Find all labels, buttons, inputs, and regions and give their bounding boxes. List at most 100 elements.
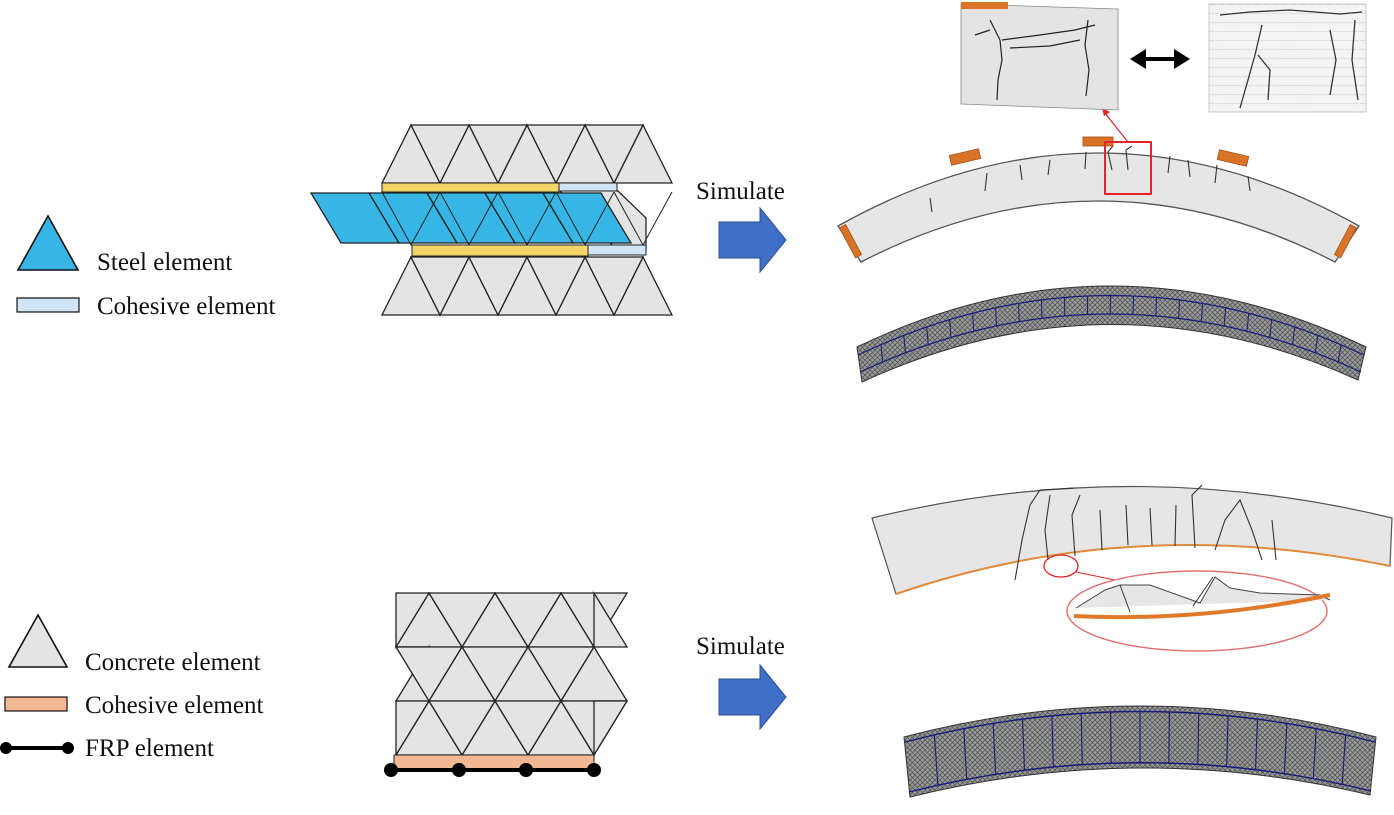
debonding-highlight-ellipse-small [1043, 554, 1079, 578]
stirrup-line [1168, 711, 1170, 764]
simulate-label-bottom: Simulate [696, 633, 785, 660]
simulated-crack-zoom-panel [960, 2, 1119, 111]
zoom-pointer-line [1103, 111, 1129, 143]
stirrup-line [1312, 728, 1317, 779]
cohesive-element-legend-item: Cohesive element [16, 293, 275, 320]
stirrup-line [972, 313, 975, 332]
concrete-element [409, 256, 471, 317]
concrete-element [409, 124, 471, 185]
cohesive-element [411, 244, 589, 257]
simulate-label: Simulate [696, 178, 785, 205]
mesh-edge [497, 191, 557, 247]
concrete-element [593, 590, 629, 648]
concrete-element [493, 700, 563, 757]
cohesive-element [558, 182, 618, 192]
stirrup-line [1200, 303, 1204, 322]
concrete-triangle-icon [7, 613, 69, 668]
stirrup-line [903, 335, 906, 353]
stirrup-line [1080, 713, 1083, 765]
stirrup-line [1223, 307, 1227, 327]
top-legend: Steel element Cohesive element [16, 214, 275, 320]
stirrup-line [880, 344, 884, 362]
stirrup-line [1269, 319, 1273, 338]
stirrup-line [1021, 719, 1026, 771]
stirrup-line [1178, 299, 1181, 319]
steel-element-label: Steel element [97, 249, 232, 276]
cohesive-element-label: Cohesive element [97, 293, 275, 320]
cohesive-element [393, 754, 595, 771]
stirrup-line [1197, 713, 1200, 765]
crack-lines-bottom [1014, 484, 1277, 581]
top-simulate-step: Simulate [696, 178, 787, 274]
right-arrow-icon-bottom [718, 663, 787, 731]
concrete-frp-mesh-diagram [384, 590, 629, 777]
frp-element-legend-item: FRP element [0, 735, 214, 762]
stirrup-line [1337, 344, 1342, 363]
orange-cohesive-element-legend-item: Cohesive element [4, 692, 263, 719]
frp-node [384, 763, 398, 777]
debonding-zoom-ellipse [1066, 570, 1331, 652]
right-arrow-icon [718, 206, 787, 274]
stirrup-line [926, 326, 929, 345]
concrete-element [395, 700, 431, 758]
concrete-element [395, 592, 431, 650]
concrete-element-legend-item: Concrete element [7, 613, 261, 676]
stirrup-line [1314, 335, 1319, 353]
mesh-edge [613, 191, 673, 247]
concrete-element [583, 256, 645, 317]
cohesive-element [587, 244, 647, 256]
stirrup-line [1018, 303, 1020, 322]
concrete-element [427, 700, 497, 757]
stirrup-line [1292, 326, 1296, 345]
stirrup-line [1226, 715, 1229, 767]
mesh-edge [439, 191, 499, 247]
concrete-element [467, 256, 529, 317]
orange-cohesive-rect-icon [4, 696, 68, 712]
concrete-element [427, 592, 497, 649]
blue-cohesive-rect-icon [16, 297, 80, 313]
concrete-element-label: Concrete element [85, 649, 261, 676]
frp-node [587, 763, 601, 777]
stirrup-line [992, 723, 997, 775]
stirrup-line [1110, 711, 1112, 764]
mesh-edge [555, 191, 615, 247]
stirrup-line [949, 319, 952, 338]
frp-node [519, 763, 533, 777]
top-crack-pattern-result [837, 108, 1360, 263]
cohesive-element [381, 182, 560, 193]
crack-lines [929, 145, 1251, 213]
stirrup-line [963, 728, 968, 780]
concrete-element [525, 124, 587, 185]
concrete-element [525, 256, 587, 317]
steel-concrete-mesh-diagram [309, 123, 674, 317]
load-plates [838, 136, 1358, 259]
bottom-legend: Concrete element Cohesive element FRP el… [0, 613, 263, 762]
stirrup-line [1155, 297, 1158, 316]
bottom-fe-mesh-beam [903, 705, 1377, 798]
bottom-debonding-result [871, 484, 1393, 652]
steel-element-legend-item: Steel element [16, 214, 232, 276]
top-fe-mesh-beam [856, 285, 1367, 383]
stirrup-line [1283, 723, 1288, 774]
concrete-element [593, 700, 629, 758]
stirrup-line [1246, 313, 1250, 332]
frp-element-label: FRP element [85, 735, 214, 762]
steel-element [541, 192, 633, 244]
stirrup-line [995, 307, 997, 327]
orange-cohesive-element-label: Cohesive element [85, 692, 263, 719]
steel-triangle-icon [16, 214, 80, 271]
bottom-simulate-step: Simulate [696, 633, 787, 731]
stirrup-line [1051, 715, 1054, 767]
stirrup-line [1341, 734, 1347, 785]
arch-beam-cracked [837, 152, 1360, 263]
concrete-element [467, 124, 529, 185]
concrete-element [583, 124, 645, 185]
concrete-element [493, 592, 563, 649]
stirrup-line [1254, 719, 1259, 770]
frp-node [452, 763, 466, 777]
mesh-edge [381, 191, 441, 247]
stirrup-line [933, 734, 939, 786]
experimental-crack-photo [1208, 3, 1367, 113]
comparison-double-arrow-icon [1130, 49, 1190, 69]
